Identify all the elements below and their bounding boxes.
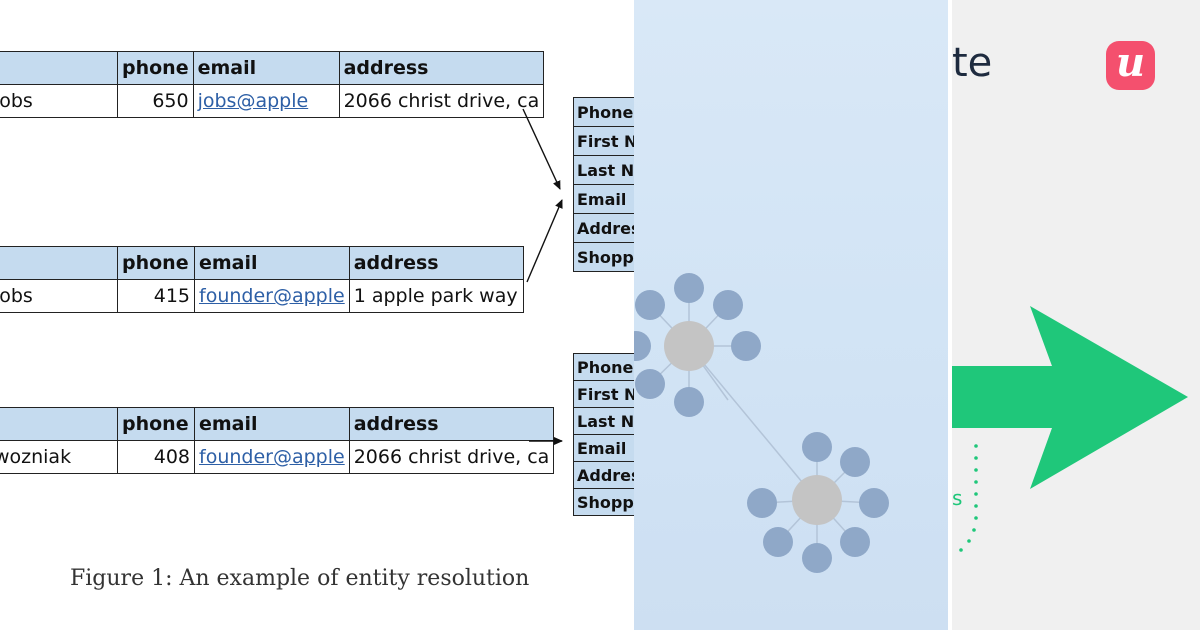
header-address: address [348,246,524,280]
field-label: Phone [572,97,634,127]
header-name: me [0,51,118,85]
network-graph-panel [634,0,948,630]
network-node [635,290,665,320]
header-address: address [348,407,555,441]
record-table-3: me phone email address ve wozniak 408 fo… [0,407,555,474]
field-row: Shoppe [572,488,634,516]
partial-heading: te [952,40,993,86]
network-node [674,387,704,417]
cell-address: 2066 christ drive, ca [338,84,545,118]
record-table-2: me phone email address ve jobs 415 found… [0,246,524,313]
arrow-panel: te u s [952,0,1200,630]
field-label: Email [572,184,634,214]
mapping-arrow [522,108,561,190]
table-row: ve jobs 415 founder@apple 1 apple park w… [0,279,524,313]
field-row: Addres [572,461,634,489]
field-label: Phone [572,353,634,381]
header-phone: phone [117,407,195,441]
right-arrow-icon [952,306,1188,552]
email-link[interactable]: jobs@apple [197,90,309,112]
header-phone: phone [117,51,194,85]
entity-resolution-figure: me phone email address ve jobs 650 jobs@… [0,51,634,591]
cell-email: founder@apple [194,440,350,474]
cell-phone: 650 [117,84,194,118]
field-row: Phone [572,353,634,381]
table-row: ve wozniak 408 founder@apple 2066 christ… [0,440,555,474]
logo-letter: u [1115,39,1146,86]
header-phone: phone [117,246,195,280]
field-row: Email [572,184,634,214]
network-node [802,432,832,462]
cell-phone: 415 [117,279,195,313]
merged-entity-table-1: Phone First Na Last Na Email Addres Shop… [572,97,634,272]
network-node [747,488,777,518]
mapping-arrow [526,199,563,283]
table-header-row: me phone email address [0,246,524,280]
header-address: address [338,51,545,85]
email-link[interactable]: founder@apple [199,446,345,468]
network-node [840,527,870,557]
network-hub [792,475,842,525]
field-label: Addres [572,461,634,489]
header-email: email [194,407,350,441]
field-row: Email [572,434,634,462]
field-row: Phone [572,97,634,127]
header-name: me [0,407,118,441]
cell-address: 2066 christ drive, ca [348,440,555,474]
cell-address: 1 apple park way [348,279,524,313]
field-label: Last Na [572,155,634,185]
network-node [840,447,870,477]
field-row: Shoppe [572,242,634,272]
field-label: Shoppe [572,242,634,272]
network-node [859,488,889,518]
logo-icon[interactable]: u [1106,41,1155,90]
table-row: ve jobs 650 jobs@apple 2066 christ drive… [0,84,545,118]
record-table-1: me phone email address ve jobs 650 jobs@… [0,51,545,118]
network-node [731,331,761,361]
cell-phone: 408 [117,440,195,474]
partial-text: s [952,486,963,510]
field-row: Addres [572,213,634,243]
network-node [763,527,793,557]
field-label: Addres [572,213,634,243]
cell-name: ve wozniak [0,440,118,474]
field-label: Last Na [572,407,634,435]
field-label: First Na [572,380,634,408]
network-node [802,543,832,573]
header-email: email [192,51,340,85]
figure-caption: Figure 1: An example of entity resolutio… [70,566,530,591]
network-node [635,369,665,399]
field-row: First Na [572,380,634,408]
field-label: First Na [572,126,634,156]
header-email: email [194,246,350,280]
table-header-row: me phone email address [0,407,555,441]
panel-divider [948,0,952,630]
field-row: Last Na [572,155,634,185]
cell-name: ve jobs [0,279,118,313]
table-header-row: me phone email address [0,51,545,85]
merged-entity-table-2: Phone First Na Last Na Email Addres Shop… [572,353,634,516]
network-node [674,273,704,303]
network-node [634,331,651,361]
field-row: Last Na [572,407,634,435]
network-node [713,290,743,320]
field-row: First Na [572,126,634,156]
network-graph-icon [634,273,889,573]
header-name: me [0,246,118,280]
field-label: Shoppe [572,488,634,516]
cell-email: founder@apple [194,279,350,313]
email-link[interactable]: founder@apple [199,285,345,307]
field-label: Email [572,434,634,462]
cell-name: ve jobs [0,84,118,118]
network-hub [664,321,714,371]
cell-email: jobs@apple [192,84,340,118]
